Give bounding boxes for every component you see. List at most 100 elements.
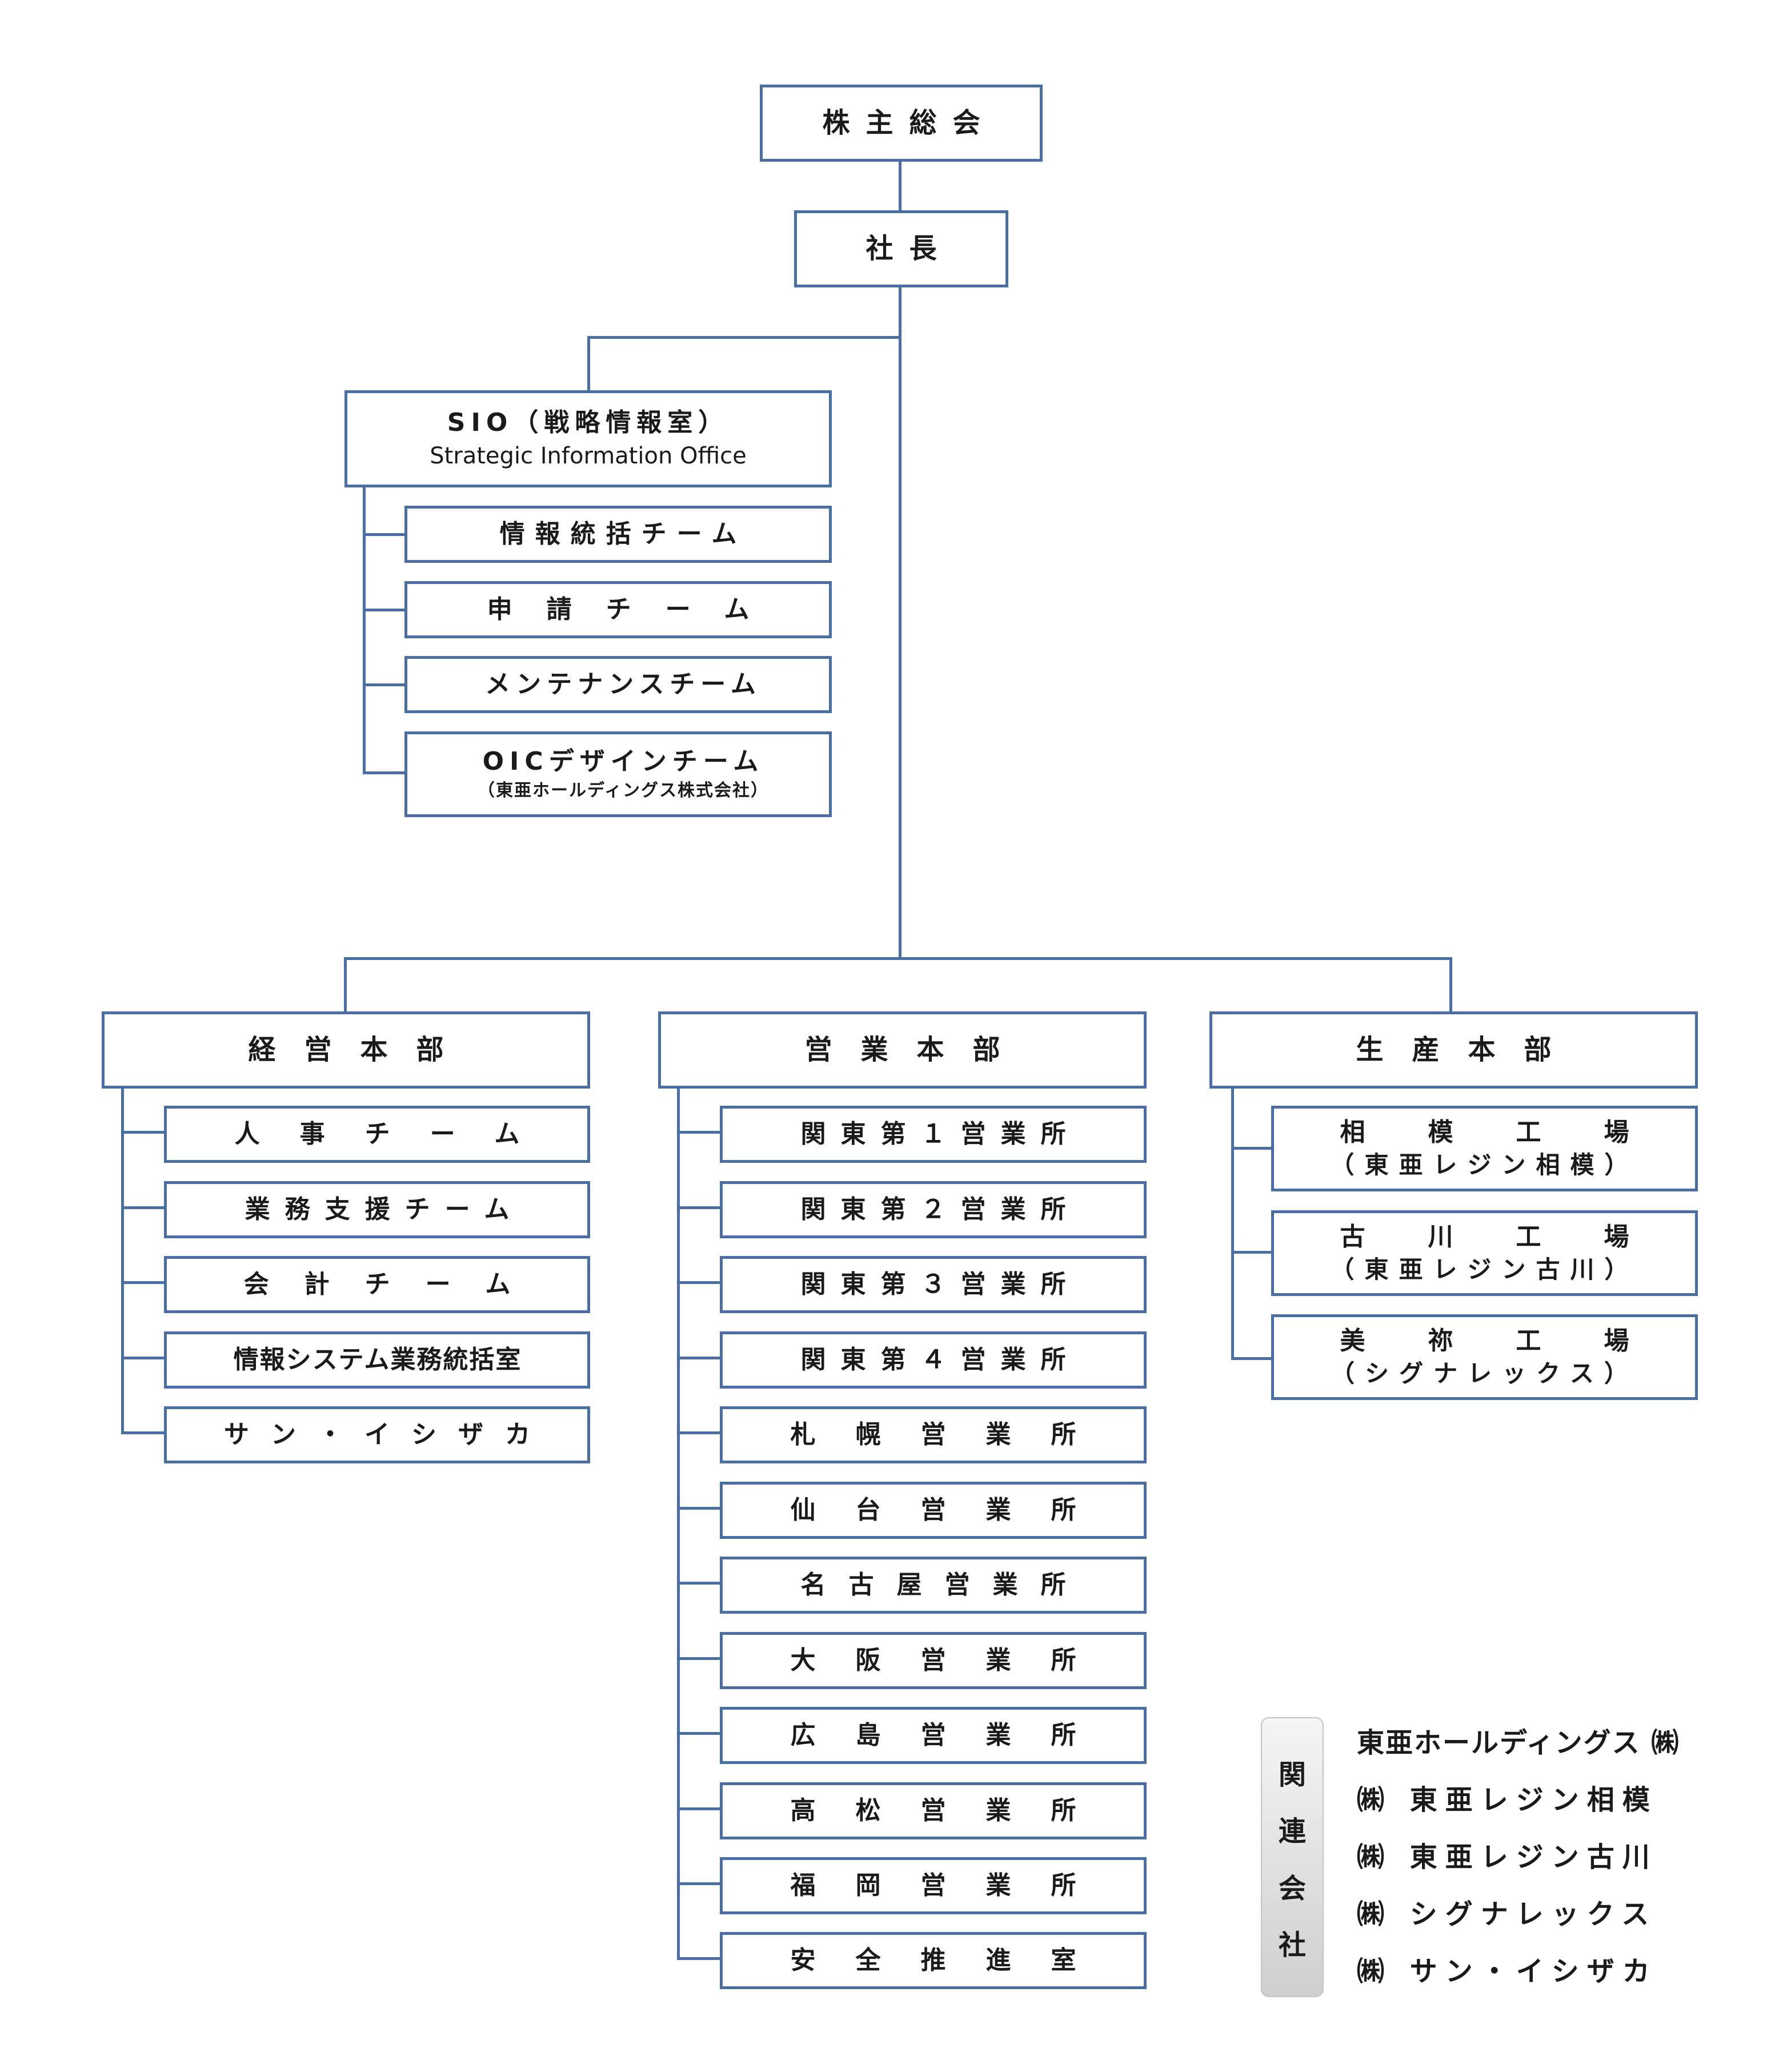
unit-box: 安全推進室: [720, 1932, 1147, 1989]
factory-note: （東亜レジン相模）: [1330, 1151, 1639, 1179]
connector-line: [1231, 1086, 1234, 1360]
unit-box: 人事チーム: [164, 1106, 590, 1163]
unit-label: 仙台営業所: [790, 1495, 1116, 1525]
sio-team-box: 申請チーム: [404, 581, 832, 638]
sio-box: SIO（戦略情報室） Strategic Information Office: [344, 390, 832, 487]
related-company: ㈱ サン・イシザカ: [1357, 1955, 1658, 1987]
unit-label: 札幌営業所: [790, 1419, 1116, 1449]
connector-line: [587, 336, 590, 390]
factory-note: （シグナレックス）: [1331, 1359, 1638, 1388]
unit-box: 関東第２営業所: [720, 1181, 1147, 1238]
factory-note: （東亜レジン古川）: [1330, 1255, 1639, 1284]
connector-line: [1449, 957, 1452, 1011]
unit-box: 情報システム業務統括室: [164, 1331, 590, 1389]
president-box: 社長: [794, 210, 1008, 287]
factory-label: 古川工場: [1340, 1222, 1692, 1251]
connector-line: [121, 1086, 124, 1434]
connector-line: [363, 683, 404, 686]
unit-box: 仙台営業所: [720, 1482, 1147, 1539]
related-company: ㈱ シグナレックス: [1357, 1898, 1657, 1930]
connector-line: [344, 957, 347, 1011]
connector-line: [677, 1086, 680, 1960]
connector-line: [677, 1882, 720, 1885]
related-tag-char: 連: [1278, 1815, 1306, 1848]
sio-team-box: メンテナンスチーム: [404, 656, 832, 713]
connector-line: [1231, 1251, 1274, 1254]
connector-line: [1231, 1357, 1274, 1360]
connector-line: [587, 336, 901, 339]
sio-team-label: 情報統括チーム: [499, 519, 747, 549]
connector-line: [677, 1431, 720, 1434]
sio-team-label: 申請チーム: [487, 594, 784, 624]
connector-line: [677, 1357, 720, 1359]
unit-label: 広島営業所: [790, 1720, 1116, 1750]
related-company: 東亜ホールディングス ㈱: [1357, 1727, 1680, 1759]
unit-box: 札幌営業所: [720, 1406, 1147, 1463]
related-tag-char: 社: [1278, 1929, 1306, 1961]
unit-box: 名古屋営業所: [720, 1557, 1147, 1614]
unit-box: 業務支援チーム: [164, 1181, 590, 1238]
unit-label: 業務支援チーム: [245, 1194, 524, 1224]
unit-label: サン・イシザカ: [224, 1419, 552, 1449]
connector-line: [121, 1206, 164, 1209]
connector-line: [677, 1957, 720, 1960]
unit-label: 大阪営業所: [790, 1645, 1116, 1675]
shareholders-box: 株主総会: [760, 85, 1043, 162]
unit-box: 福岡営業所: [720, 1857, 1147, 1914]
division-box: 生産本部: [1209, 1011, 1698, 1089]
unit-label: 関東第３営業所: [800, 1269, 1081, 1299]
unit-label: 人事チーム: [234, 1119, 560, 1149]
sio-team-box: OICデザインチーム （東亜ホールディングス株式会社）: [404, 731, 832, 817]
connector-line: [121, 1281, 164, 1284]
unit-box: 広島営業所: [720, 1707, 1147, 1764]
unit-label: 関東第２営業所: [800, 1194, 1081, 1224]
related-tag-char: 関: [1278, 1759, 1306, 1791]
connector-line: [677, 1582, 720, 1585]
sio-team-box: 情報統括チーム: [404, 506, 832, 563]
connector-line: [677, 1732, 720, 1735]
connector-line: [677, 1206, 720, 1209]
division-label: 経営本部: [248, 1033, 472, 1066]
unit-label: 福岡営業所: [790, 1870, 1116, 1900]
unit-box: 関東第３営業所: [720, 1256, 1147, 1313]
related-tag-char: 会: [1278, 1872, 1306, 1905]
factory-label: 美祢工場: [1340, 1326, 1692, 1355]
shareholders-label: 株主総会: [822, 106, 996, 139]
connector-line: [344, 957, 1452, 960]
connector-line: [363, 486, 366, 774]
connector-line: [363, 609, 404, 611]
unit-label: 関東第１営業所: [800, 1119, 1081, 1149]
connector-line: [1231, 1147, 1274, 1150]
unit-label: 名古屋営業所: [800, 1570, 1089, 1599]
related-companies-list: 東亜ホールディングス ㈱ ㈱ 東亜レジン相模 ㈱ 東亜レジン古川 ㈱ シグナレッ…: [1357, 1717, 1757, 1997]
division-box: 営業本部: [658, 1011, 1147, 1089]
related-companies-tag: 関 連 会 社: [1261, 1717, 1324, 1997]
connector-line: [363, 533, 404, 536]
unit-box: 高松営業所: [720, 1782, 1147, 1839]
sio-team-label: メンテナンスチーム: [485, 669, 762, 699]
related-company: ㈱ 東亜レジン古川: [1357, 1841, 1658, 1873]
related-company: ㈱ 東亜レジン相模: [1357, 1784, 1658, 1816]
unit-box: 会計チーム: [164, 1256, 590, 1313]
unit-box: 関東第１営業所: [720, 1106, 1147, 1163]
connector-line: [677, 1507, 720, 1510]
connector-line: [899, 160, 901, 211]
sio-team-note: （東亜ホールディングス株式会社）: [478, 781, 769, 801]
factory-label: 相模工場: [1340, 1117, 1692, 1147]
division-label: 営業本部: [804, 1033, 1029, 1066]
factory-box: 古川工場 （東亜レジン古川）: [1271, 1210, 1698, 1296]
unit-label: 情報システム業務統括室: [233, 1345, 522, 1374]
unit-label: 安全推進室: [790, 1945, 1116, 1975]
connector-line: [121, 1131, 164, 1134]
factory-box: 相模工場 （東亜レジン相模）: [1271, 1106, 1698, 1191]
unit-box: 関東第４営業所: [720, 1331, 1147, 1389]
connector-line: [899, 286, 901, 960]
sio-subtitle: Strategic Information Office: [430, 443, 747, 470]
unit-label: 関東第４営業所: [800, 1345, 1081, 1374]
division-box: 経営本部: [102, 1011, 590, 1089]
president-label: 社長: [866, 232, 953, 265]
sio-team-label: OICデザインチーム: [482, 747, 764, 777]
unit-box: サン・イシザカ: [164, 1406, 590, 1463]
connector-line: [677, 1131, 720, 1134]
connector-line: [121, 1431, 164, 1434]
